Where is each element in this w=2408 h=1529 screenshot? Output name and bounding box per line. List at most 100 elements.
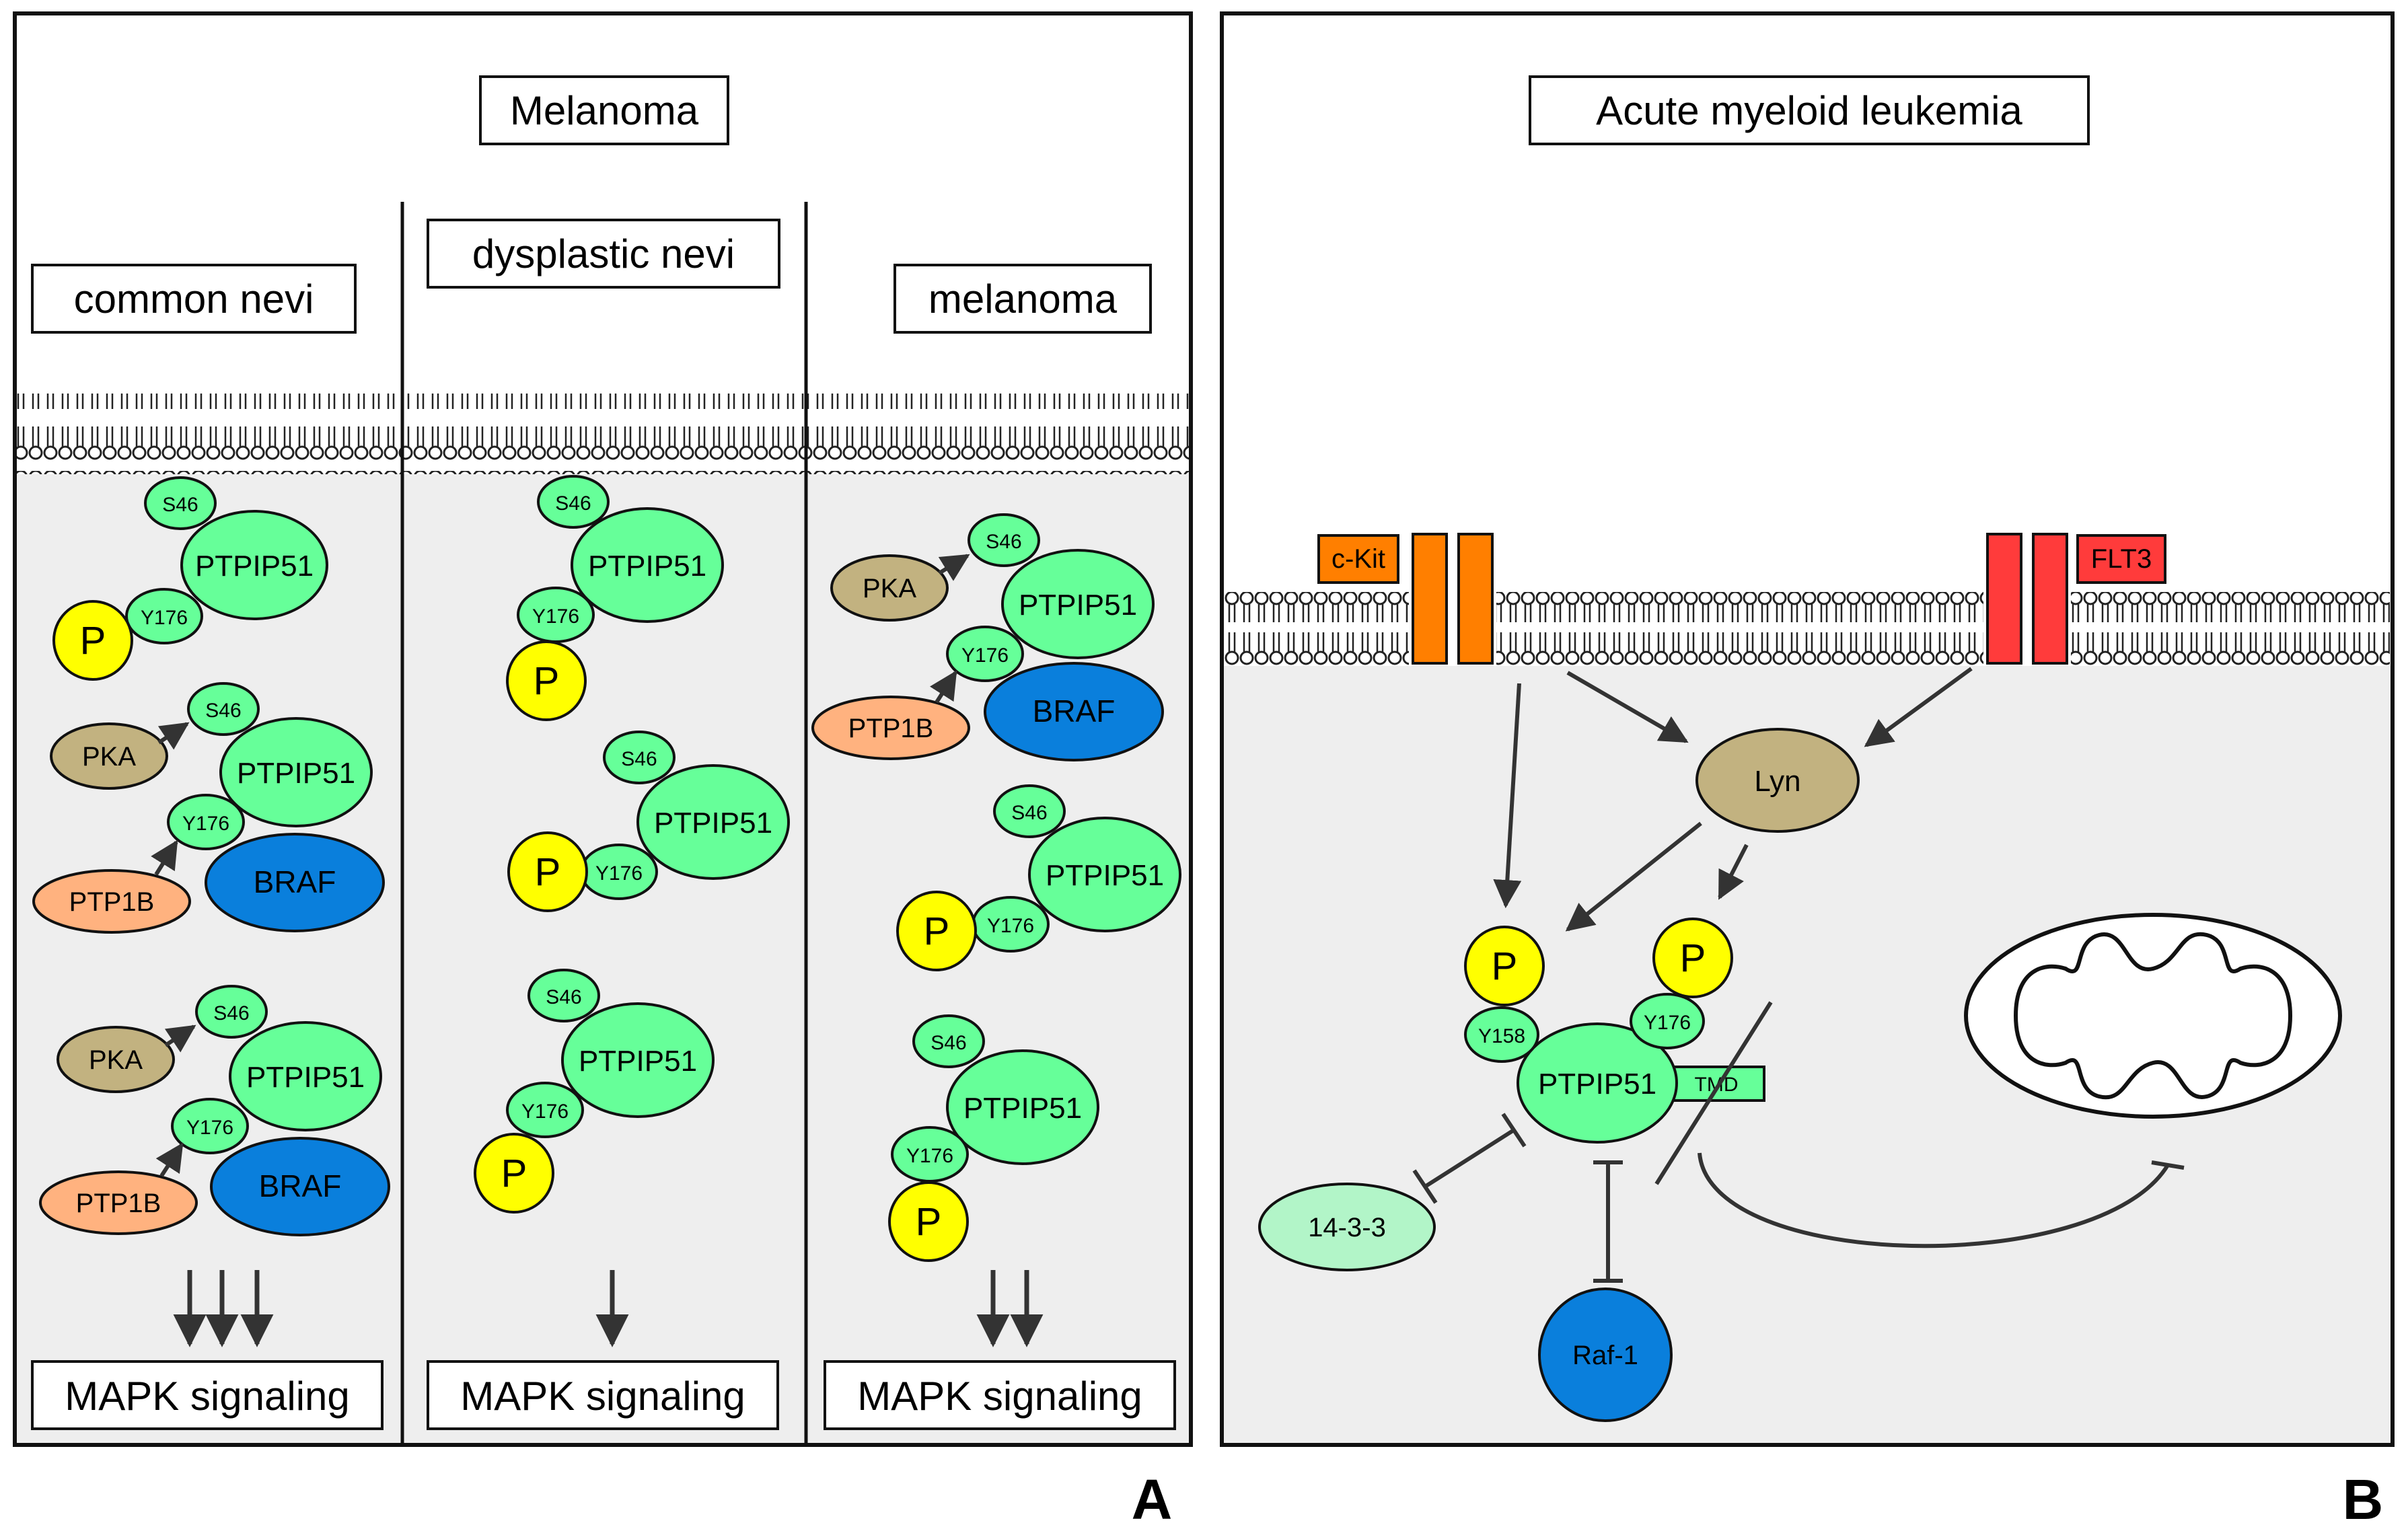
- s46-site: [187, 682, 260, 736]
- pka-protein: [830, 554, 949, 622]
- panel-b-frame: [1220, 11, 2395, 1447]
- ckit-receptor-chain: [1457, 533, 1494, 665]
- ptpip51-label: PTPIP51: [654, 807, 772, 840]
- s46-label: S46: [1011, 802, 1047, 824]
- y158-label: Y158: [1478, 1025, 1525, 1047]
- ptpip51-protein: [561, 1002, 715, 1118]
- protein-14-3-3-label: 14-3-3: [1308, 1213, 1386, 1242]
- phosphate-circle: [888, 1181, 969, 1262]
- panel-a-title-box: [479, 75, 729, 145]
- y176-site: [891, 1126, 969, 1183]
- pka-to-s46-arrow: [164, 1024, 196, 1053]
- phosphate-label: P: [534, 659, 560, 703]
- y176-label: Y176: [141, 607, 188, 629]
- ptpip51-label: PTPIP51: [237, 757, 355, 790]
- phosphate-circle: [506, 640, 587, 721]
- y176-site: [946, 626, 1024, 682]
- y158-site: [1464, 1006, 1539, 1063]
- tmd-cleavage-slash: [1654, 1001, 1773, 1185]
- inhibition-14-3-3-bar-end: [1501, 1113, 1527, 1148]
- s46-label: S46: [162, 494, 198, 516]
- s46-site: [195, 985, 268, 1039]
- ptpip51-label: PTPIP51: [963, 1092, 1082, 1125]
- panel-b-membrane-middle: [1496, 592, 1983, 666]
- s46-label: S46: [931, 1032, 966, 1054]
- common-nevi-label-box: [31, 264, 357, 334]
- flt3-label: FLT3: [2091, 544, 2152, 574]
- inhibition-mitochondrion-arc: [1698, 1152, 2170, 1248]
- melanoma-label: melanoma: [928, 276, 1118, 322]
- ptp1b-protein: [811, 696, 970, 760]
- ptpip51-label: PTPIP51: [1019, 589, 1137, 622]
- raf1-label: Raf-1: [1572, 1341, 1638, 1370]
- ptpip51-protein: [1028, 817, 1181, 932]
- y176-site: [125, 588, 203, 644]
- s46-label: S46: [205, 700, 241, 722]
- phosphate-label: P: [924, 909, 950, 953]
- mitochondrion-outer-membrane: [1964, 913, 2342, 1119]
- mapk-signaling-label: MAPK signaling: [460, 1374, 745, 1419]
- inhibition-14-3-3-bar-start: [1412, 1169, 1438, 1204]
- ckit-to-y158-arrow: [1493, 683, 1522, 909]
- dysplastic-nevi-label-box: [427, 219, 780, 289]
- ptp1b-label: PTP1B: [69, 887, 155, 917]
- s46-site: [993, 784, 1066, 838]
- y176-label: Y176: [521, 1101, 569, 1123]
- ptpip51-protein: [180, 510, 328, 620]
- y176-label: Y176: [186, 1117, 233, 1139]
- braf-label: BRAF: [1033, 694, 1116, 729]
- y176-site: [167, 794, 245, 850]
- pka-protein: [57, 1026, 175, 1093]
- ptp1b-to-y176-arrow: [155, 1142, 184, 1177]
- phosphate-label: P: [1492, 944, 1518, 988]
- s46-site: [537, 475, 610, 529]
- y176-label: Y176: [595, 862, 643, 885]
- y176-site: [1630, 993, 1705, 1049]
- panel-a-frame: [13, 11, 1193, 1447]
- ptpip51-label: PTPIP51: [246, 1061, 365, 1094]
- inhibition-mitochondrion-bar: [2151, 1160, 2185, 1170]
- s46-site: [144, 476, 217, 530]
- ptpip51-label: PTPIP51: [588, 550, 706, 583]
- inhibition-14-3-3-line: [1424, 1128, 1515, 1189]
- ptpip51-label: PTPIP51: [195, 550, 314, 583]
- lyn-kinase: [1695, 728, 1860, 833]
- s46-site: [603, 731, 676, 784]
- lyn-to-y158-arrow: [1565, 821, 1702, 932]
- ptpip51-label: PTPIP51: [1046, 859, 1164, 892]
- protein-14-3-3: [1258, 1183, 1436, 1271]
- column-common-nevi: common nevi PTPIP51 S46 Y176 P BRAF PTPI…: [31, 264, 390, 1430]
- phosphate-label: P: [1680, 936, 1706, 980]
- ptp1b-protein: [39, 1170, 198, 1235]
- ckit-label-box: [1317, 534, 1399, 584]
- panel-a-membrane: [15, 394, 1191, 474]
- ptpip51-protein: [946, 1049, 1099, 1165]
- ptpip51-protein: [1517, 1022, 1678, 1144]
- mapk-signaling-label: MAPK signaling: [65, 1374, 350, 1419]
- ptp1b-label: PTP1B: [76, 1189, 161, 1218]
- ptp1b-to-y176-arrow: [929, 670, 957, 704]
- flt3-label-box: [2076, 534, 2166, 584]
- mapk-signaling-box: [427, 1360, 779, 1430]
- y176-label: Y176: [987, 915, 1034, 937]
- pka-label: PKA: [863, 574, 916, 603]
- pka-protein: [50, 722, 168, 790]
- phosphate-circle: [507, 831, 588, 912]
- ckit-label: c-Kit: [1331, 544, 1385, 574]
- phosphate-label: P: [535, 850, 561, 894]
- pka-to-s46-arrow: [938, 554, 970, 581]
- lyn-to-y176-arrow: [1718, 844, 1749, 900]
- phosphate-circle: [474, 1133, 554, 1214]
- braf-protein: [210, 1137, 390, 1236]
- panel-b-membrane-left: [1225, 592, 1409, 666]
- tmd-domain: [1667, 1066, 1765, 1102]
- panel-b-letter: B: [2343, 1468, 2384, 1529]
- phosphate-label: P: [80, 619, 106, 663]
- common-nevi-label: common nevi: [74, 276, 314, 322]
- braf-label: BRAF: [259, 1168, 342, 1203]
- ptpip51-protein: [571, 507, 724, 623]
- ptp1b-protein: [32, 869, 191, 934]
- flt3-receptor-chain: [1986, 533, 2022, 665]
- s46-site: [912, 1014, 985, 1068]
